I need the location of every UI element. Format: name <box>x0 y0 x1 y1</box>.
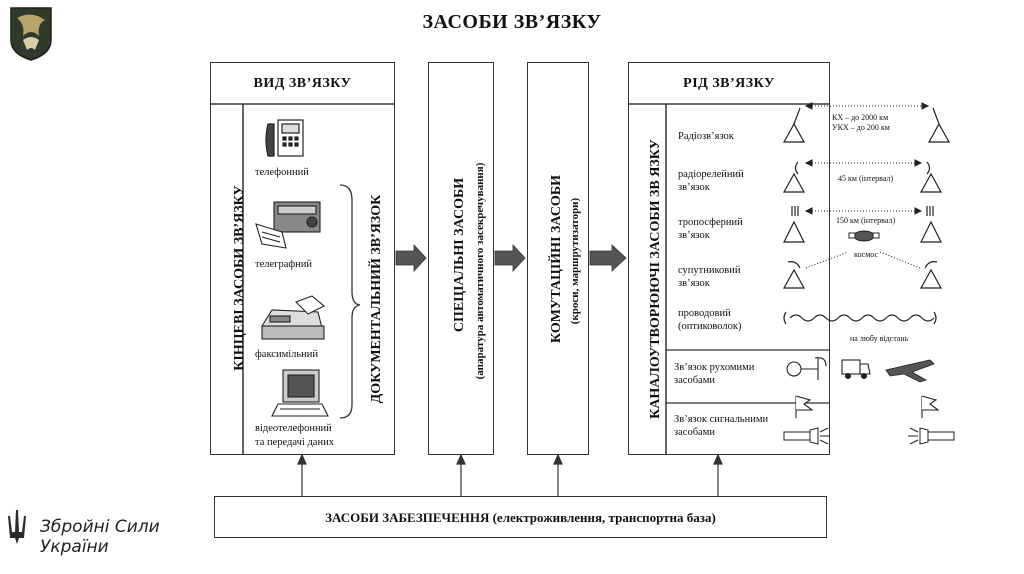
flag-icon <box>795 395 940 418</box>
fax-icon <box>261 295 325 340</box>
note-ukx: УКХ – до 200 км <box>832 123 890 132</box>
searchlight-icon <box>783 427 955 445</box>
truck-icon <box>841 359 871 380</box>
emblem-icon <box>9 6 53 62</box>
box2-label: СПЕЦІАЛЬНІ ЗАСОБИ <box>452 177 467 333</box>
item-videophone: відеотелефонний <box>255 423 332 434</box>
note-kx: КХ – до 2000 км <box>832 113 889 122</box>
note-tropo: 150 км (інтервал) <box>836 216 896 225</box>
box2-sub: (апаратура автоматичного засекречування) <box>474 162 486 380</box>
type-tropo: тропосферний <box>678 217 743 228</box>
page-title: ЗАСОБИ ЗВ’ЯЗКУ <box>422 11 602 33</box>
box-switching-means <box>527 62 589 455</box>
type-tropo-2: зв’язок <box>678 230 710 241</box>
type-satellite-2: зв’язок <box>678 278 710 289</box>
satellite-icon <box>848 230 880 242</box>
box-special-means <box>428 62 494 455</box>
type-radio: Радіозв’язок <box>678 131 734 142</box>
box4-side-label: КАНАЛОУТВОРЮЮЧІ ЗАСОБИ ЗВ ЯЗКУ <box>648 139 663 419</box>
messenger-icon <box>786 357 827 380</box>
note-wire: на любу відстань <box>850 334 909 343</box>
note-rr: 45 км (інтервал) <box>838 174 894 183</box>
type-radiorelay: радіорелейний <box>678 169 744 180</box>
airplane-icon <box>885 359 935 383</box>
moving-means-2: засобами <box>674 375 715 386</box>
moving-means: Зв’язок рухомими <box>674 362 755 373</box>
signal-means: Зв’язок сигнальними <box>674 414 769 425</box>
item-telephone: телефонний <box>255 167 309 178</box>
item-data-transfer: та передачі даних <box>255 437 334 448</box>
signal-means-2: засобами <box>674 427 715 438</box>
box4-header: РІД ЗВ’ЯЗКУ <box>683 76 775 91</box>
box3-sub: (кроси, маршрутизатори) <box>569 197 581 325</box>
teletype-icon <box>255 201 321 249</box>
item-telegraph: телеграфний <box>255 259 313 270</box>
video-terminal-icon <box>271 369 329 417</box>
trident-icon <box>8 510 26 544</box>
item-facsimile: факсимільний <box>255 349 319 360</box>
type-radiorelay-2: зв’язок <box>678 182 710 193</box>
note-space: космос <box>854 250 879 259</box>
type-wire-2: (оптиковолок) <box>678 321 742 332</box>
brand-line-2: України <box>40 537 109 557</box>
telephone-icon <box>265 119 304 157</box>
wire-line <box>789 314 935 322</box>
box1-side-label: КІНЦЕВІ ЗАСОБИ ЗВ’ЯЗКУ <box>232 185 247 371</box>
brand-line-1: Збройні Сили <box>40 517 160 537</box>
type-wire: проводовий <box>678 308 731 319</box>
type-satellite: супутниковий <box>678 265 741 276</box>
box-support-means <box>214 496 827 538</box>
box3-label: КОМУТАЦІЙНІ ЗАСОБИ <box>549 175 564 343</box>
box1-brace-label: ДОКУМЕНТАЛЬНИЙ ЗВ’ЯЗОК <box>369 194 384 404</box>
support-means-label: ЗАСОБИ ЗАБЕЗПЕЧЕННЯ (електроживлення, тр… <box>325 510 716 525</box>
box1-header: ВИД ЗВ’ЯЗКУ <box>253 76 352 91</box>
